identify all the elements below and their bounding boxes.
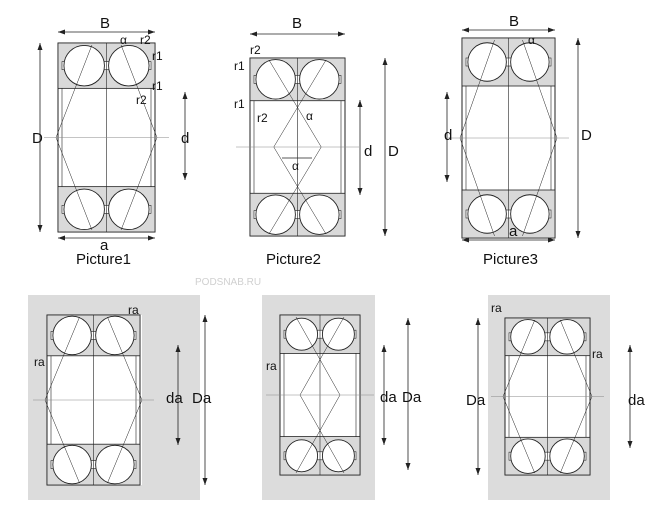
label-ra: ra — [592, 347, 603, 361]
label-da: da — [628, 392, 645, 409]
mounting1-labels: ra ra da Da — [34, 303, 212, 407]
ball — [285, 317, 319, 351]
label-D: D — [32, 130, 43, 147]
label-B: B — [100, 15, 110, 32]
label-r1: r1 — [234, 97, 245, 111]
ball — [299, 194, 340, 235]
ball — [255, 59, 296, 100]
label-Da: Da — [466, 392, 486, 409]
mounting2-labels: ra da Da — [266, 359, 422, 406]
ball — [63, 188, 105, 231]
ball — [299, 59, 340, 100]
ball — [285, 439, 319, 473]
picture1-labels: B D d a α r2 r1 r1 r2 Picture1 — [32, 15, 189, 268]
label-alpha: α — [292, 159, 299, 173]
mounting3-labels: ra ra Da da — [466, 301, 645, 409]
label-r1: r1 — [152, 79, 163, 93]
picture3-labels: B α d D a Picture3 — [444, 13, 592, 268]
label-da: da — [380, 389, 397, 406]
label-r2: r2 — [257, 111, 268, 125]
label-Da: Da — [402, 389, 422, 406]
watermark-text: PODSNAB.RU — [195, 277, 261, 288]
label-ra: ra — [491, 301, 502, 315]
bearing — [448, 37, 569, 239]
label-d: d — [181, 130, 189, 147]
label-D: D — [388, 143, 399, 160]
ball — [63, 44, 105, 87]
label-r1: r1 — [152, 49, 163, 63]
ball — [108, 44, 150, 87]
drawings — [28, 27, 633, 500]
caption-picture1: Picture1 — [76, 251, 131, 268]
label-ra: ra — [266, 359, 277, 373]
label-a: a — [509, 223, 518, 240]
caption-picture2: Picture2 — [266, 251, 321, 268]
label-alpha: α — [306, 109, 313, 123]
bearing — [266, 314, 374, 476]
bearing — [33, 314, 154, 486]
label-alpha: α — [120, 33, 127, 47]
caption-picture3: Picture3 — [483, 251, 538, 268]
label-a: a — [100, 237, 109, 254]
label-Da: Da — [192, 390, 212, 407]
label-d: d — [444, 127, 452, 144]
bearing — [236, 57, 359, 237]
label-da: da — [166, 390, 183, 407]
ball — [510, 194, 550, 234]
label-r2: r2 — [140, 33, 151, 47]
label-B: B — [509, 13, 519, 30]
ball — [321, 317, 355, 351]
bearing — [44, 42, 169, 233]
picture2-labels: B r2 r1 r1 r2 α α d D Picture2 — [234, 15, 399, 268]
ball — [255, 194, 296, 235]
label-ra: ra — [128, 303, 139, 317]
ball — [467, 42, 507, 82]
label-r1: r1 — [234, 59, 245, 73]
label-d: d — [364, 143, 372, 160]
label-ra: ra — [34, 355, 45, 369]
ball — [108, 188, 150, 231]
label-r2: r2 — [250, 43, 261, 57]
ball — [467, 194, 507, 234]
ball — [321, 439, 355, 473]
bearing — [491, 317, 604, 476]
label-D: D — [581, 127, 592, 144]
ball — [510, 42, 550, 82]
label-alpha: α — [528, 33, 535, 47]
label-B: B — [292, 15, 302, 32]
label-r2: r2 — [136, 93, 147, 107]
